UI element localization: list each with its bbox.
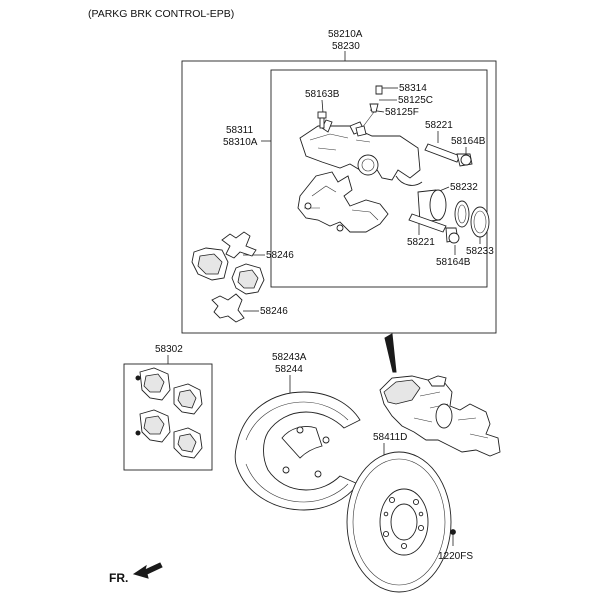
label-58163b[interactable]: 58163B <box>305 89 340 100</box>
label-58243a[interactable]: 58243A <box>272 352 307 363</box>
seal-58232-drawing <box>454 200 470 228</box>
label-58221-lower[interactable]: 58221 <box>407 237 435 248</box>
label-58233[interactable]: 58233 <box>466 246 494 257</box>
label-58210a[interactable]: 58210A <box>328 29 363 40</box>
bolt-58163b-drawing <box>317 111 327 129</box>
pad-kit-box <box>123 363 213 471</box>
bleeder-drawing <box>355 85 383 137</box>
brake-disc-drawing[interactable] <box>346 451 452 593</box>
label-58311[interactable]: 58311 <box>226 125 254 136</box>
pad-kit-drawing[interactable] <box>135 367 203 459</box>
pad-upper-drawing <box>191 247 265 295</box>
guide-pin-upper-drawing <box>424 143 473 167</box>
label-58244[interactable]: 58244 <box>275 364 303 375</box>
label-58221-upper[interactable]: 58221 <box>425 120 453 131</box>
label-58125f[interactable]: 58125F <box>385 107 419 118</box>
label-58232[interactable]: 58232 <box>450 182 478 193</box>
screw-1220fs-drawing <box>450 529 456 546</box>
label-58230[interactable]: 58230 <box>332 41 360 52</box>
clip-58246-upper-drawing <box>221 231 257 259</box>
guide-pin-lower-drawing <box>408 213 460 244</box>
clip-58246-lower-drawing <box>211 293 245 323</box>
caliper-housing-drawing[interactable] <box>299 119 423 186</box>
diagram-title: (PARKG BRK CONTROL-EPB) <box>88 8 234 20</box>
assembled-caliper-drawing[interactable] <box>379 375 501 457</box>
piston-seal-drawing <box>417 189 490 238</box>
label-58164b-upper[interactable]: 58164B <box>451 136 486 147</box>
front-arrow-icon <box>132 562 163 579</box>
label-1220fs[interactable]: 1220FS <box>438 551 473 562</box>
outer-assembly-box <box>181 60 497 334</box>
caliper-carrier-drawing[interactable] <box>297 171 389 233</box>
label-58246-lower[interactable]: 58246 <box>260 306 288 317</box>
assembly-pointer-arrow <box>384 333 397 373</box>
label-58302[interactable]: 58302 <box>155 344 183 355</box>
label-58310a[interactable]: 58310A <box>223 137 258 148</box>
dust-cover-drawing[interactable] <box>234 391 361 511</box>
label-58411d[interactable]: 58411D <box>373 432 407 443</box>
direction-label: FR. <box>109 571 128 585</box>
caliper-piston-bore <box>357 154 379 176</box>
inner-caliper-box <box>270 69 488 288</box>
label-58246-upper[interactable]: 58246 <box>266 250 294 261</box>
label-58125c[interactable]: 58125C <box>398 95 433 106</box>
label-58164b-lower[interactable]: 58164B <box>436 257 471 268</box>
label-58314[interactable]: 58314 <box>399 83 427 94</box>
leader-58163b <box>321 99 324 114</box>
